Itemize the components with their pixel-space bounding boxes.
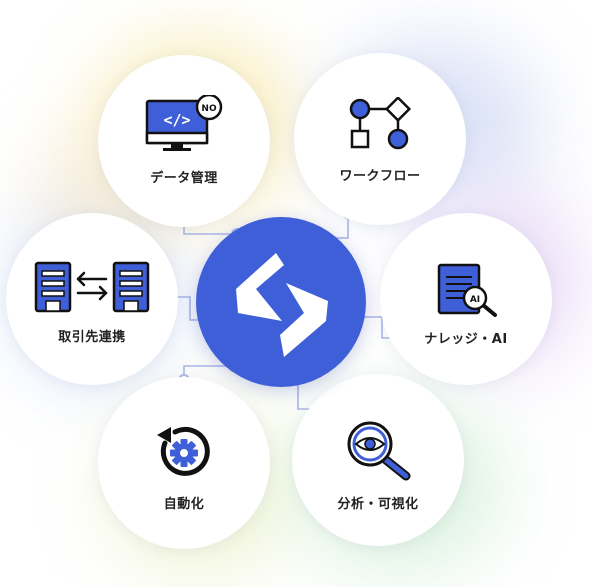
logo-mark-icon [236, 253, 328, 357]
node-data-management: </> NO データ管理 [98, 55, 270, 227]
no-badge: NO [201, 104, 217, 114]
flowchart-icon [349, 97, 412, 150]
node-workflow: ワークフロー [294, 53, 466, 225]
monitor-code-icon: </> NO [145, 95, 223, 151]
server-exchange-icon [34, 261, 150, 313]
label-analytics: 分析・可視化 [337, 497, 419, 512]
label-trade-partners: 取引先連携 [58, 330, 126, 345]
label-data-management: データ管理 [150, 171, 218, 186]
magnifier-eye-icon [347, 421, 411, 481]
node-knowledge-ai: AI ナレッジ・AI [380, 213, 552, 385]
label-workflow: ワークフロー [339, 169, 421, 184]
hub-circle [196, 217, 366, 387]
svg-text:</>: </> [163, 111, 190, 129]
node-automation: 自動化 [98, 377, 270, 549]
gear-cycle-icon [157, 426, 210, 476]
node-trade-partners: 取引先連携 [6, 213, 178, 385]
ai-badge: AI [470, 295, 480, 305]
document-ai-icon: AI [437, 263, 497, 317]
label-automation: 自動化 [163, 497, 205, 512]
node-analytics: 分析・可視化 [292, 374, 464, 546]
label-knowledge-ai: ナレッジ・AI [424, 332, 508, 347]
